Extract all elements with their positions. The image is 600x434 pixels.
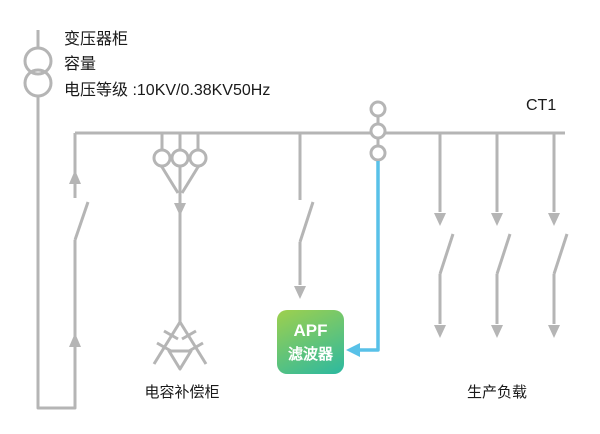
flow-arrow-down-icon: [548, 325, 560, 338]
apf-box-line1: APF: [293, 320, 328, 340]
capacitor-bank-symbol: [152, 321, 208, 371]
transformer-cabinet-label: 变压器柜: [64, 31, 129, 48]
disconnect-switch-icon: [495, 233, 512, 275]
disconnect-switch-icon: [73, 201, 90, 241]
disconnect-switch-icon: [298, 201, 315, 243]
flow-arrow-down-icon: [294, 286, 306, 299]
flow-arrow-down-icon: [491, 325, 503, 338]
load-branch: [434, 133, 455, 338]
disconnect-switch-icon: [552, 233, 569, 275]
ct1-label: CT1: [526, 97, 557, 114]
load-branch: [491, 133, 512, 338]
flow-arrow-up-icon: [69, 170, 81, 184]
left-feeder-line: [36, 30, 90, 410]
apf-branch: [294, 133, 315, 299]
flow-arrow-down-icon: [434, 325, 446, 338]
flow-arrow-up-icon: [69, 333, 81, 347]
disconnect-switch-icon: [438, 233, 455, 275]
flow-arrow-down-icon: [491, 213, 503, 226]
voltage-level-label: 电压等级 :10KV/0.38KV50Hz: [64, 82, 271, 99]
transformer-symbol: [23, 46, 53, 98]
flow-arrow-down-icon: [548, 213, 560, 226]
flow-arrow-down-icon: [434, 213, 446, 226]
load-branch: [548, 133, 569, 338]
apf-filter-box: APF 滤波器: [277, 310, 344, 374]
flow-arrow-down-icon: [174, 203, 186, 216]
production-load-branches: [434, 133, 569, 338]
capacity-label: 容量: [64, 56, 97, 73]
capacitor-branch: [152, 133, 208, 371]
fuse-circles-icon: [152, 148, 208, 168]
apf-box-line2: 滤波器: [287, 345, 333, 363]
production-load-label: 生产负载: [466, 384, 528, 401]
feedback-arrow-left-icon: [346, 343, 360, 357]
apf-feedback-line: [346, 161, 380, 357]
ct-symbol: [369, 100, 387, 162]
capacitor-cabinet-label: 电容补偿柜: [144, 384, 220, 401]
